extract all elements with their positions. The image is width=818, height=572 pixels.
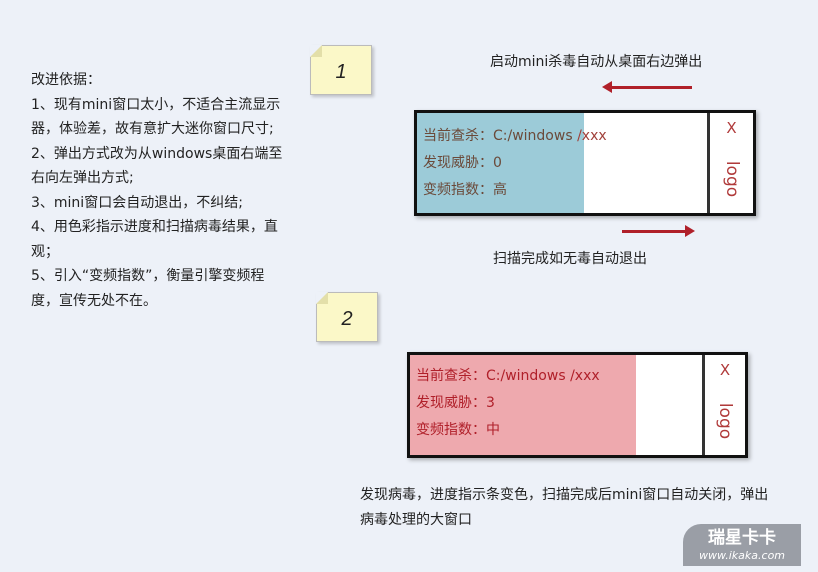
threats-line: 发现威胁：3 bbox=[416, 395, 495, 411]
scan-path: 当前查杀：C:/windows bbox=[423, 128, 578, 144]
step-1-sticky-note: 1 bbox=[310, 45, 372, 95]
scan-path-line: 当前查杀：C:/windows /xxx bbox=[423, 123, 607, 150]
virus-caption: 发现病毒，进度指示条变色，扫描完成后mini窗口自动关闭，弹出病毒处理的大窗口 bbox=[360, 487, 769, 528]
watermark-brand: 瑞星卡卡 bbox=[708, 528, 776, 548]
note-item: 1、现有mini窗口太小，不适合主流显示器，体验差，故有意扩大迷你窗口尺寸; bbox=[31, 96, 281, 138]
arrow-left-icon bbox=[602, 81, 692, 93]
close-button[interactable]: X bbox=[719, 361, 731, 379]
mini-window-virus: 当前查杀：C:/windows /xxx 发现威胁：3 变频指数：中 X log… bbox=[407, 352, 748, 458]
step-2-sticky-note: 2 bbox=[316, 292, 378, 342]
popup-caption: 启动mini杀毒自动从桌面右边弹出 bbox=[490, 54, 703, 70]
frequency-index-line: 变频指数：中 bbox=[416, 422, 500, 438]
notes-title: 改进依据： bbox=[31, 72, 101, 88]
arrow-right-icon bbox=[622, 225, 695, 237]
scan-path-line: 当前查杀：C:/windows /xxx bbox=[416, 368, 600, 384]
threats-line: 发现威胁：0 bbox=[423, 155, 502, 171]
progress-fill bbox=[417, 113, 584, 213]
logo: logo bbox=[715, 402, 735, 440]
side-panel: X logo bbox=[707, 113, 753, 213]
watermark-url: www.ikaka.com bbox=[698, 549, 786, 562]
side-panel: X logo bbox=[702, 355, 745, 455]
note-item: 5、引入“变频指数”，衡量引擎变频程度，宣传无处不在。 bbox=[31, 268, 265, 309]
mini-window-clean: 当前查杀：C:/windows /xxx 发现威胁：0 变频指数：高 X log… bbox=[414, 110, 756, 216]
note-item: 3、mini窗口会自动退出，不纠结; bbox=[31, 194, 243, 211]
exit-caption: 扫描完成如无毒自动退出 bbox=[493, 251, 647, 267]
logo: logo bbox=[721, 160, 742, 198]
frequency-index-line: 变频指数：高 bbox=[423, 182, 507, 198]
improvement-notes: 改进依据： 1、现有mini窗口太小，不适合主流显示器，体验差，故有意扩大迷你窗… bbox=[31, 68, 286, 313]
scan-path-suffix: /xxx bbox=[577, 128, 607, 144]
watermark-logo: 瑞星卡卡 www.ikaka.com bbox=[683, 524, 801, 566]
note-item: 2、弹出方式改为从windows桌面右端至右向左弹出方式; bbox=[31, 145, 283, 187]
note-item: 4、用色彩指示进度和扫描病毒结果，直观； bbox=[31, 219, 278, 260]
close-button[interactable]: X bbox=[726, 119, 737, 137]
progress-fill bbox=[410, 355, 636, 455]
